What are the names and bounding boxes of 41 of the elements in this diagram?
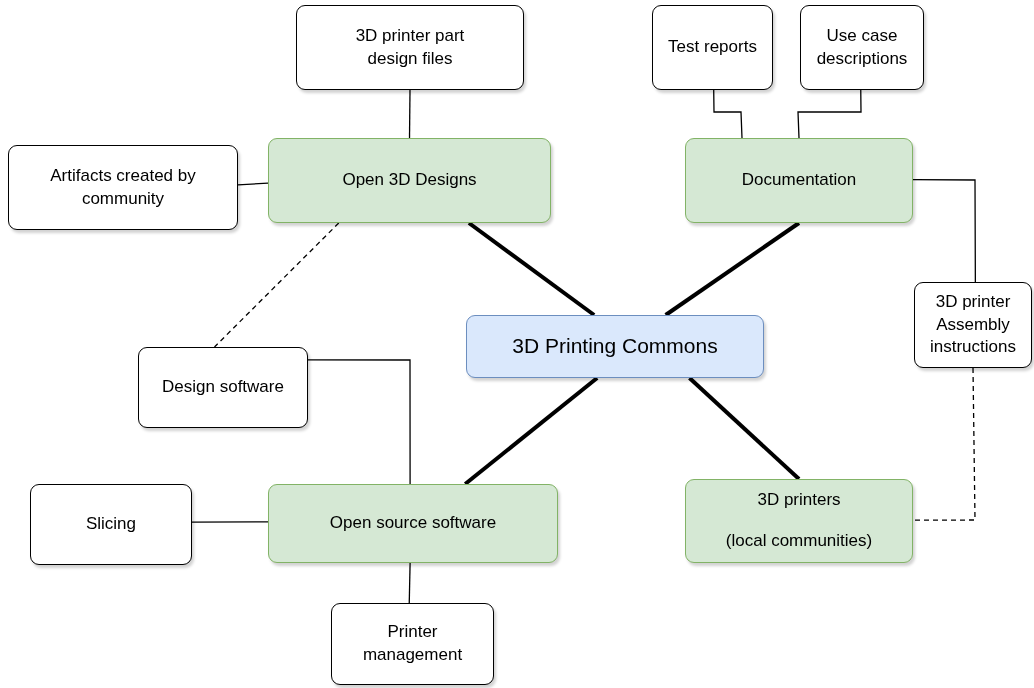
connector-line bbox=[664, 221, 801, 317]
subtopic-box bbox=[138, 347, 308, 428]
subtopic-box bbox=[914, 282, 1032, 368]
connector-line bbox=[713, 89, 743, 139]
node-label: Documentation bbox=[741, 169, 857, 192]
node-label: Open 3D Designs bbox=[342, 169, 477, 192]
topic-box bbox=[685, 138, 913, 223]
node-label: Open source software bbox=[329, 512, 497, 535]
node-label: Design software bbox=[162, 376, 284, 399]
subtopic-box bbox=[30, 484, 192, 565]
connector-line bbox=[237, 182, 269, 186]
topic-box bbox=[685, 479, 913, 563]
connector-line bbox=[213, 222, 340, 348]
node-label: 3D Printing Commons bbox=[512, 333, 718, 360]
connector-line bbox=[408, 89, 411, 139]
subtopic-box bbox=[331, 603, 494, 685]
node-label: Use case descriptions bbox=[815, 24, 909, 70]
connector-line bbox=[307, 359, 411, 485]
connector-line bbox=[408, 562, 411, 604]
subtopic-box bbox=[8, 145, 238, 230]
subtopic-box bbox=[652, 5, 773, 90]
node-label: (local communities) bbox=[725, 530, 873, 552]
node-label: Slicing bbox=[85, 513, 137, 536]
connector-line bbox=[463, 376, 599, 486]
node-label: Test reports bbox=[668, 36, 757, 59]
connector-line bbox=[467, 221, 596, 317]
node-label: 3D printer Assembly instructions bbox=[929, 290, 1017, 359]
subtopic-box bbox=[800, 5, 924, 90]
connector-line bbox=[191, 521, 269, 523]
connector-line bbox=[688, 376, 801, 481]
topic-box bbox=[268, 484, 558, 563]
subtopic-box bbox=[296, 5, 524, 90]
node-label: 3D printers bbox=[757, 489, 841, 512]
node-label: Artifacts created by community bbox=[49, 164, 197, 210]
central-topic-box bbox=[466, 315, 764, 378]
connector-line bbox=[912, 179, 976, 283]
node-label: Printer management bbox=[361, 621, 464, 666]
connector-line bbox=[912, 367, 976, 521]
node-label: 3D printer part design files bbox=[354, 24, 466, 70]
topic-box bbox=[268, 138, 551, 223]
connector-line bbox=[797, 89, 862, 139]
